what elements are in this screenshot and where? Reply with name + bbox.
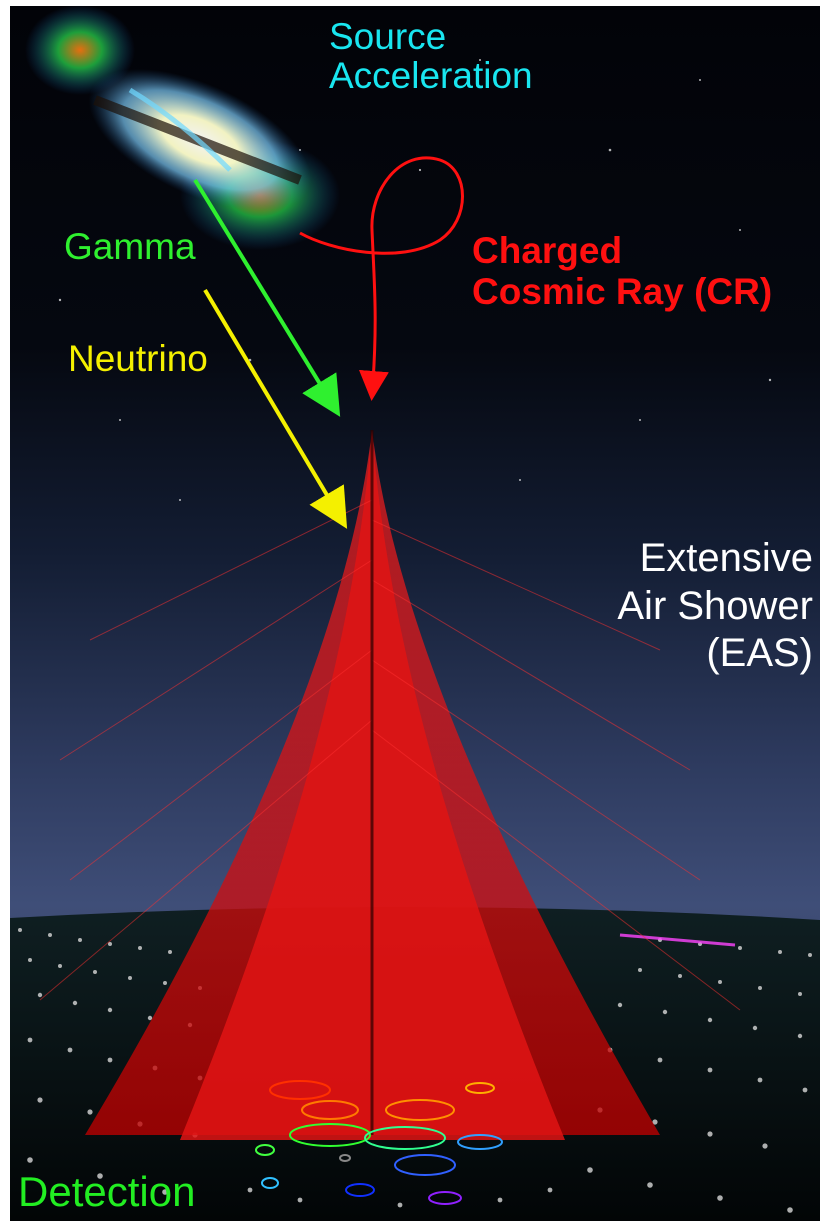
- source-label-line1: Source: [329, 16, 447, 57]
- source-label-line2: Acceleration: [329, 54, 533, 96]
- detection-label: Detection: [18, 1168, 196, 1215]
- air-shower-label-line2: Air Shower: [617, 583, 813, 628]
- detector-tanks: [255, 1080, 503, 1205]
- neutrino-label: Neutrino: [68, 338, 208, 379]
- air-shower-label: Extensive Air Shower (EAS): [617, 535, 813, 678]
- air-shower-cone: [39, 430, 741, 1140]
- gamma-label: Gamma: [64, 226, 196, 267]
- galaxy-image: [25, 5, 340, 250]
- air-shower-label-line1: Extensive: [639, 536, 813, 580]
- cosmic-ray-path: [299, 156, 464, 401]
- gamma-arrow: [193, 178, 341, 417]
- air-shower-label-line3: (EAS): [706, 631, 813, 676]
- source-acceleration-label: Source Acceleration: [329, 16, 533, 96]
- neutrino-arrow: [203, 288, 348, 529]
- cosmic-ray-label-line2: Cosmic Ray (CR): [472, 271, 773, 313]
- cosmic-ray-label-line1: Charged: [472, 230, 623, 271]
- cosmic-ray-label: Charged Cosmic Ray (CR): [472, 230, 772, 313]
